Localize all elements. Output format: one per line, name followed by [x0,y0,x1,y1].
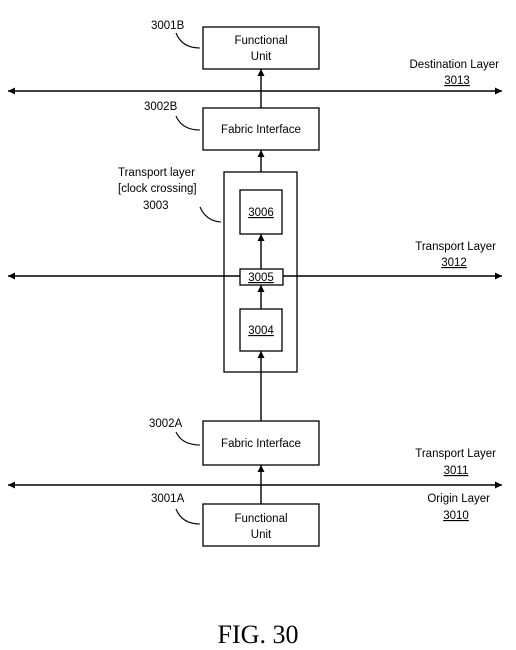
ref-3003: 3003 [143,200,169,212]
functional-unit-a-line2: Unit [251,529,272,541]
destination-layer-num: 3013 [444,75,470,87]
ref-3002b: 3002B [144,101,178,113]
leader-3003 [199,206,222,223]
functional-unit-a: Functional Unit [202,503,320,547]
ref-3002a: 3002A [149,418,183,430]
fabric-interface-b-label: Fabric Interface [221,124,301,136]
leader-3002b [175,115,201,131]
fabric-interface-b: Fabric Interface [202,107,320,151]
transport-layer-3011-num: 3011 [444,465,469,477]
fabric-interface-a-label: Fabric Interface [221,438,301,450]
functional-unit-b-line1: Functional [234,35,287,47]
box-3004-label: 3004 [248,325,274,337]
functional-unit-b: Functional Unit [202,26,320,70]
functional-unit-b-line2: Unit [251,51,272,63]
transport-clock-line2: [clock crossing] [118,183,197,195]
ref-3001b: 3001B [151,20,185,32]
transport-layer-3012-label: Transport Layer [415,241,496,253]
fabric-interface-a: Fabric Interface [202,420,320,466]
destination-layer-label: Destination Layer [410,59,500,71]
origin-layer-label: Origin Layer [427,493,490,505]
leader-3001a [175,508,201,525]
figure-caption: FIG. 30 [218,620,299,649]
ref-3001a: 3001A [151,493,185,505]
origin-layer-num: 3010 [443,510,469,522]
transport-clock-line1: Transport layer [118,167,195,179]
functional-unit-a-line1: Functional [234,513,287,525]
transport-layer-3011-label: Transport Layer [415,448,496,460]
leader-3002a [175,431,201,446]
box-3005-label: 3005 [248,272,274,284]
transport-layer-3012-num: 3012 [441,257,467,269]
box-3006-label: 3006 [248,207,274,219]
leader-3001b [175,32,201,49]
